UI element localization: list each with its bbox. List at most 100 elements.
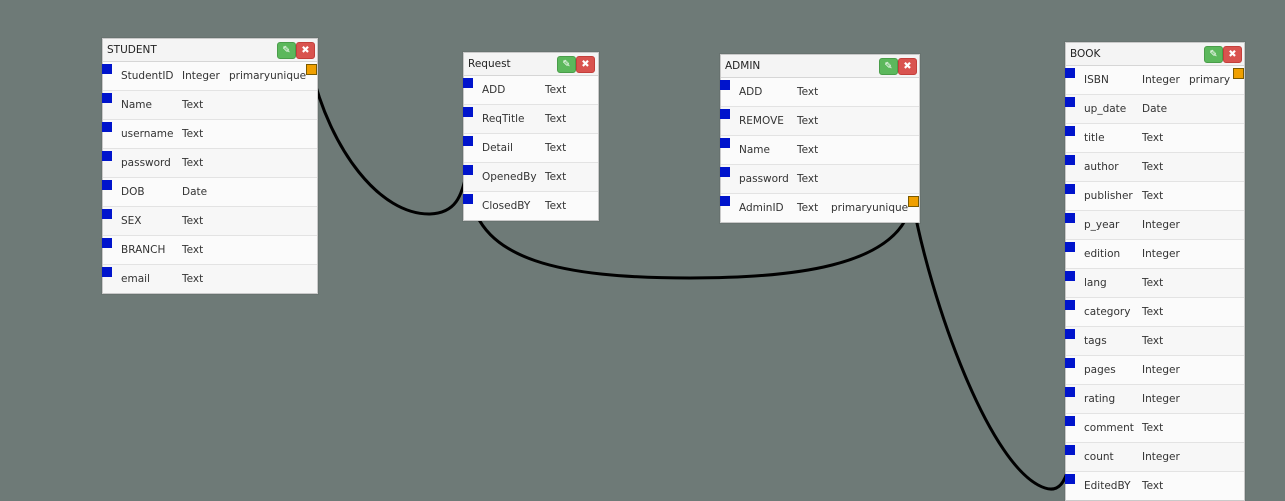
connector-port[interactable]	[102, 93, 112, 103]
edit-button[interactable]: ✎	[277, 42, 296, 59]
edit-button[interactable]: ✎	[1204, 46, 1223, 63]
connector-port[interactable]	[102, 209, 112, 219]
connector-port[interactable]	[1065, 213, 1075, 223]
connector-port[interactable]	[1065, 126, 1075, 136]
connector-port[interactable]	[1065, 329, 1075, 339]
connector-port[interactable]	[1065, 358, 1075, 368]
column-name: EditedBY	[1084, 480, 1131, 492]
column-type: Text	[1142, 306, 1164, 318]
connector-port[interactable]	[1065, 97, 1075, 107]
connector-port[interactable]	[102, 122, 112, 132]
column-type: Text	[1142, 132, 1164, 144]
connector-port[interactable]	[720, 80, 730, 90]
primary-key-port[interactable]	[908, 196, 919, 207]
connector-port[interactable]	[720, 196, 730, 206]
connector-port[interactable]	[1065, 474, 1075, 484]
connector-port[interactable]	[1065, 271, 1075, 281]
column-name: ISBN	[1084, 74, 1109, 86]
connector-port[interactable]	[102, 267, 112, 277]
column-type: Text	[182, 128, 204, 140]
connector-port[interactable]	[1065, 184, 1075, 194]
connector-port[interactable]	[102, 64, 112, 74]
connector-port[interactable]	[1065, 242, 1075, 252]
connector-port[interactable]	[102, 151, 112, 161]
connector-port[interactable]	[1065, 387, 1075, 397]
table-header[interactable]: STUDENT ✎ ✖	[103, 39, 317, 62]
connector-port[interactable]	[1065, 445, 1075, 455]
delete-button[interactable]: ✖	[576, 56, 595, 73]
column-name: AdminID	[739, 202, 784, 214]
table-header[interactable]: BOOK ✎ ✖	[1066, 43, 1244, 66]
column-name: StudentID	[121, 70, 174, 82]
column-name: p_year	[1084, 219, 1120, 231]
connector-port[interactable]	[1065, 416, 1075, 426]
table-header[interactable]: Request ✎ ✖	[464, 53, 598, 76]
relation-admin-book[interactable]	[910, 197, 1071, 491]
connector-port[interactable]	[720, 109, 730, 119]
connector-port[interactable]	[463, 78, 473, 88]
edit-icon: ✎	[282, 45, 291, 56]
connector-port[interactable]	[463, 194, 473, 204]
column-type: Text	[182, 244, 204, 256]
delete-button[interactable]: ✖	[898, 58, 917, 75]
connector-port[interactable]	[720, 138, 730, 148]
edit-button[interactable]: ✎	[879, 58, 898, 75]
connector-port[interactable]	[720, 167, 730, 177]
connector-port[interactable]	[463, 107, 473, 117]
connector-port[interactable]	[1065, 155, 1075, 165]
close-icon: ✖	[903, 61, 912, 72]
connector-port[interactable]	[1065, 300, 1075, 310]
connector-port[interactable]	[463, 136, 473, 146]
primary-key-port[interactable]	[306, 64, 317, 75]
column-type: Date	[182, 186, 208, 198]
connector-port[interactable]	[463, 165, 473, 175]
delete-button[interactable]: ✖	[1223, 46, 1242, 63]
primary-key-port[interactable]	[1233, 68, 1244, 79]
table-header[interactable]: ADMIN ✎ ✖	[721, 55, 919, 78]
edit-icon: ✎	[884, 61, 893, 72]
edit-button[interactable]: ✎	[557, 56, 576, 73]
delete-button[interactable]: ✖	[296, 42, 315, 59]
connector-port[interactable]	[1065, 68, 1075, 78]
relation-student-request[interactable]	[309, 67, 470, 216]
connector-port[interactable]	[102, 180, 112, 190]
connector-port[interactable]	[102, 238, 112, 248]
